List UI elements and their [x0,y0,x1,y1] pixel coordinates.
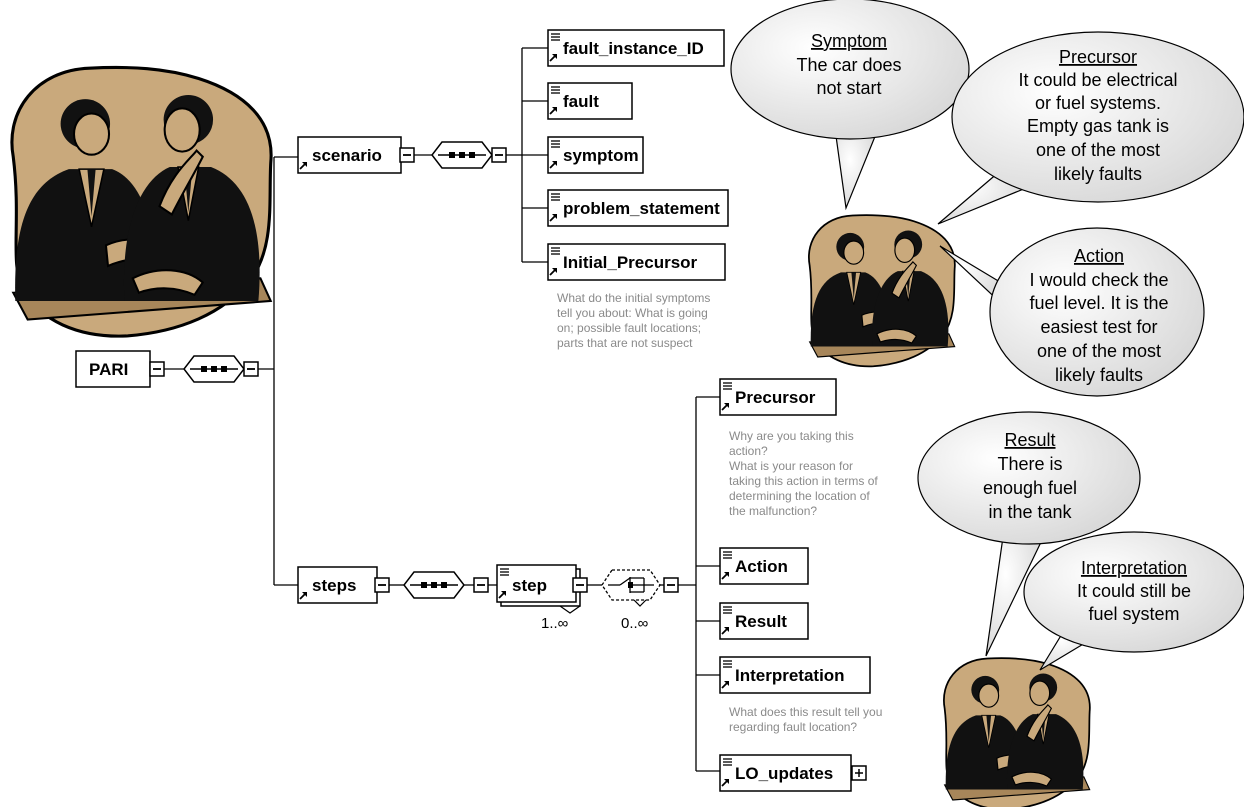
bubble-action-line: fuel level. It is the [1029,293,1168,313]
bubble-result-line: enough fuel [983,478,1077,498]
choice-multiplicity: 0..∞ [621,615,649,632]
bubble-precursor-line: It could be electrical [1018,70,1177,90]
fault-node-label: fault [563,92,599,111]
steps-collapse-icon[interactable] [374,577,390,593]
fault-instance-id-node[interactable]: fault_instance_ID [547,29,725,67]
choice-collapse-icon[interactable] [663,577,679,593]
interpretation-annotation: What does this result tell you regarding… [729,705,882,734]
bubble-precursor-title: Precursor [1059,47,1137,67]
interpretation-node-label: Interpretation [735,666,845,685]
scenario-node[interactable]: scenario [297,136,402,174]
precursor-annotation-line: taking this action in terms of [729,474,878,488]
bubble-symptom-line: not start [816,78,881,98]
connector-lines [164,47,720,772]
speech-bubble-precursor: Precursor It could be electrical or fuel… [937,31,1244,225]
pari-sequence-icon [183,355,245,383]
precursor-annotation-line: action? [729,444,768,458]
steps-sequence-icon [403,571,465,599]
step-collapse-icon[interactable] [572,577,588,593]
root-node-pari[interactable]: PARI [75,350,151,388]
initial-precursor-annotation-line: on; possible fault locations; [557,321,701,335]
scenario-sequence-icon [431,141,493,169]
root-node-label: PARI [89,360,128,379]
action-node-label: Action [735,557,788,576]
initial-precursor-node-label: Initial_Precursor [563,253,698,272]
precursor-annotation-line: the malfunction? [729,504,817,518]
scenario-sequence-collapse-icon[interactable] [491,147,507,163]
people-illustration-steps [943,657,1091,807]
speech-bubble-interpretation: Interpretation It could still be fuel sy… [1023,531,1244,671]
speech-bubble-symptom: Symptom The car does not start [730,0,970,211]
step-multiplicity: 1..∞ [541,615,569,632]
bubble-precursor-line: or fuel systems. [1035,93,1161,113]
precursor-annotation: Why are you taking this action? What is … [729,429,878,518]
interpretation-annotation-line: What does this result tell you [729,705,882,719]
bubble-interpretation-title: Interpretation [1081,558,1187,578]
fault-node[interactable]: fault [547,82,633,120]
initial-precursor-annotation-line: tell you about: What is going [557,306,708,320]
precursor-node[interactable]: Precursor [719,378,837,416]
interpretation-annotation-line: regarding fault location? [729,720,857,734]
steps-sequence-collapse-icon[interactable] [473,577,489,593]
bubble-symptom-title: Symptom [811,31,887,51]
bubble-result-title: Result [1004,430,1055,450]
bubble-precursor-line: likely faults [1054,164,1142,184]
speech-bubble-action: Action I would check the fuel level. It … [939,227,1205,397]
problem-statement-node[interactable]: problem_statement [547,189,729,227]
bubble-result-line: There is [997,454,1062,474]
step-node-label: step [512,576,547,595]
people-illustration-main [10,65,273,338]
speech-bubble-result: Result There is enough fuel in the tank [917,411,1141,657]
scenario-node-label: scenario [312,146,382,165]
lo-updates-expand-icon[interactable] [851,765,867,781]
precursor-node-label: Precursor [735,388,816,407]
lo-updates-node[interactable]: LO_updates [719,754,852,792]
bubble-symptom-line: The car does [796,55,901,75]
step-node[interactable]: step [496,564,581,614]
lo-updates-node-label: LO_updates [735,764,833,783]
problem-statement-node-label: problem_statement [563,199,720,218]
symptom-node[interactable]: symptom [547,136,644,174]
bubble-action-line: one of the most [1037,341,1161,361]
bubble-precursor-line: one of the most [1036,140,1160,160]
steps-node-label: steps [312,576,356,595]
fault-instance-id-node-label: fault_instance_ID [563,39,704,58]
precursor-annotation-line: What is your reason for [729,459,853,473]
initial-precursor-annotation-line: parts that are not suspect [557,336,693,350]
bubble-action-line: easiest test for [1040,317,1157,337]
people-illustration-scenario [808,214,956,368]
bubble-interpretation-line: It could still be [1077,581,1191,601]
symptom-node-label: symptom [563,146,639,165]
bubble-action-title: Action [1074,246,1124,266]
pari-sequence-collapse-icon[interactable] [243,361,259,377]
bubble-interpretation-line: fuel system [1088,604,1179,624]
initial-precursor-node[interactable]: Initial_Precursor [547,243,726,281]
bubble-action-line: I would check the [1029,270,1168,290]
result-node[interactable]: Result [719,602,809,640]
bubble-action-line: likely faults [1055,365,1143,385]
initial-precursor-annotation: What do the initial symptoms tell you ab… [557,291,710,350]
bubble-precursor-line: Empty gas tank is [1027,116,1169,136]
precursor-annotation-line: determining the location of [729,489,870,503]
bubble-result-line: in the tank [988,502,1072,522]
scenario-collapse-icon[interactable] [399,147,415,163]
precursor-annotation-line: Why are you taking this [729,429,854,443]
action-node[interactable]: Action [719,547,809,585]
interpretation-node[interactable]: Interpretation [719,656,871,694]
initial-precursor-annotation-line: What do the initial symptoms [557,291,710,305]
steps-node[interactable]: steps [297,566,378,604]
pari-collapse-icon[interactable] [149,361,165,377]
result-node-label: Result [735,612,787,631]
choice-compositor-icon [601,569,661,607]
